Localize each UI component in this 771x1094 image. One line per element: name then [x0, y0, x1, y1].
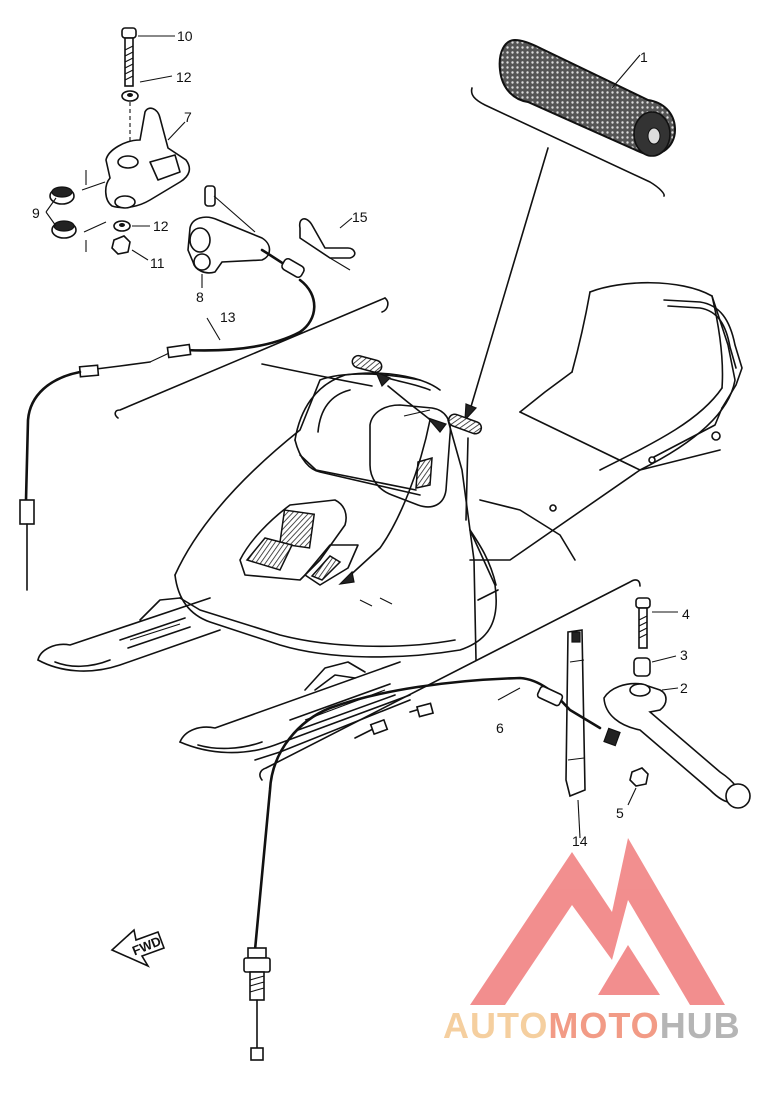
lower-panel-line: [259, 579, 641, 781]
grip-panel-line: [470, 87, 665, 197]
callout-10: 10: [177, 28, 193, 44]
callout-8: 8: [196, 289, 204, 305]
callout-11: 11: [150, 255, 165, 271]
automotohub-watermark: AUTOMOTOHUB: [443, 838, 741, 1046]
callout-15: 15: [352, 209, 368, 225]
watermark-logo: [470, 838, 725, 1005]
cable-routing: [261, 147, 549, 661]
throttle-assembly: [19, 27, 356, 591]
watermark-hub: HUB: [660, 1005, 741, 1046]
watermark-auto: AUTO: [443, 1005, 548, 1046]
brake-lever-assembly: [243, 597, 751, 1061]
callout-13: 13: [220, 309, 236, 325]
callout-7: 7: [184, 109, 192, 125]
callout-12-lower: 12: [153, 218, 169, 234]
watermark-text: AUTOMOTOHUB: [443, 1005, 741, 1046]
callout-9: 9: [32, 205, 40, 221]
upper-panel-tick: [381, 297, 389, 313]
callout-12-upper: 12: [176, 69, 192, 85]
callout-labels: 1 2 3 4 5 6 7 8 9 10 11 12 12 13 14 15: [32, 28, 690, 849]
callout-2: 2: [680, 680, 688, 696]
watermark-moto: MOTO: [548, 1005, 659, 1046]
callout-3: 3: [680, 647, 688, 663]
callout-1: 1: [640, 49, 648, 65]
upper-panel-line: [114, 297, 386, 419]
watermark-logo-inner: [598, 945, 660, 995]
callout-14: 14: [572, 833, 588, 849]
skis: [37, 597, 411, 761]
callout-4: 4: [682, 606, 690, 622]
callout-6: 6: [496, 720, 504, 736]
forward-direction-indicator: FWD: [110, 928, 166, 968]
callout-5: 5: [616, 805, 624, 821]
handlebar-grip: [498, 38, 677, 157]
snowmobile-body: [174, 281, 743, 658]
